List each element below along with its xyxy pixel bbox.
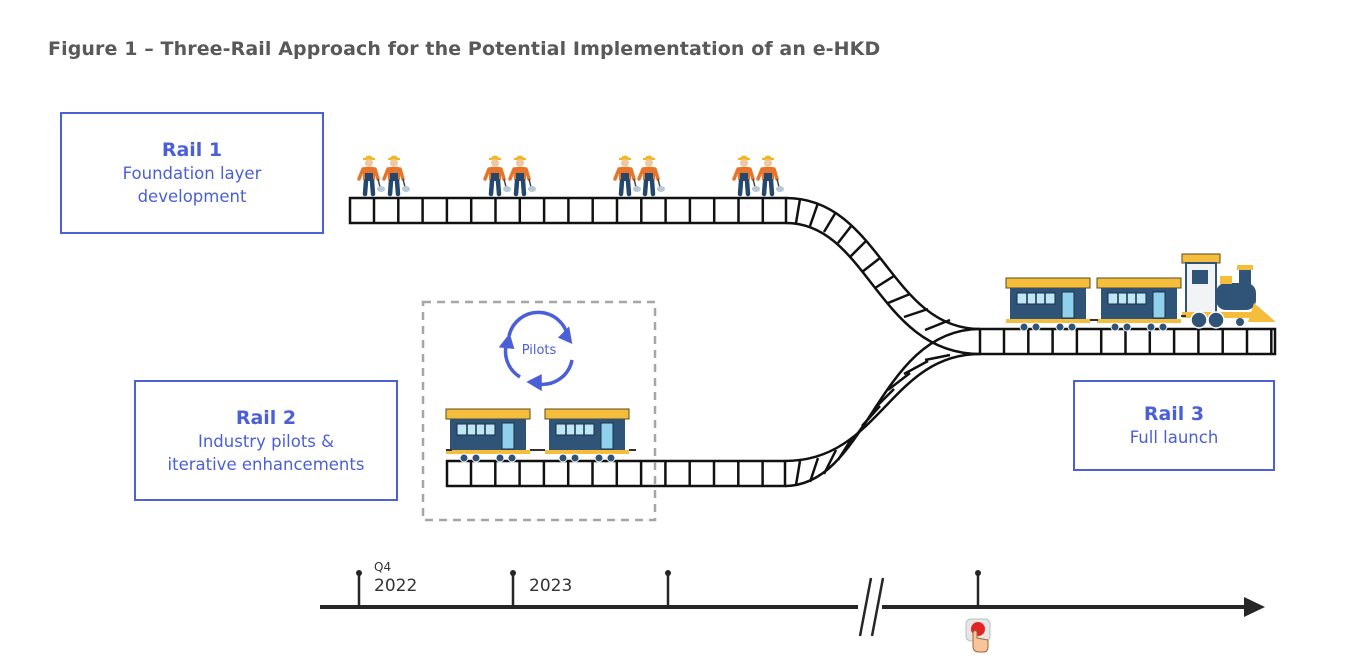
rail-1-heading: Rail 1 [161,139,223,161]
timeline-marker-q4-2022 [356,570,362,607]
figure-title: Figure 1 – Three-Rail Approach for the P… [48,38,881,60]
worker-icon [758,156,784,195]
timeline-marker-launch [975,570,981,607]
timeline-label-2022: 2022 [374,576,418,596]
rail-1-desc-line1: Foundation layer [122,164,262,183]
rail-3-box: Rail 3 Full launch [1073,380,1275,471]
worker-icon [734,156,760,195]
rail-2-desc-line2: iterative enhancements [167,454,365,474]
timeline [320,570,1265,637]
rail-3-desc-line1: Full launch [1129,428,1219,447]
rail-2-box: Rail 2 Industry pilots & iterative enhan… [134,380,398,501]
carriage-icon [1005,277,1091,332]
timeline-marker-2023 [510,570,516,607]
cycle-arrows-icon [498,310,574,392]
carriage-icon [445,408,531,463]
worker-icon [639,156,665,195]
track-rail-3 [978,327,1277,356]
track-curves [784,196,981,488]
timeline-label-quarter: Q4 [374,560,392,574]
worker-pair-2 [485,156,536,195]
worker-icon [485,156,511,195]
launch-button-icon [965,618,991,653]
worker-pair-1 [359,156,410,195]
rail-2-desc-line1: Industry pilots & [197,431,335,451]
worker-pair-3 [615,156,665,195]
worker-pair-4 [734,156,784,195]
rail-2-heading: Rail 2 [235,406,297,429]
track-rail-1 [348,196,788,225]
pilots-dashed-box [421,300,657,522]
worker-icon [510,156,536,195]
carriage-icon [1096,277,1182,332]
rail-1-box: Rail 1 Foundation layer development [60,112,324,234]
timeline-marker-3 [665,570,671,607]
track-rail-2 [445,459,787,488]
rail-1-desc-line2: development [137,187,247,206]
worker-icon [384,156,410,195]
pilots-label: Pilots [521,343,557,358]
timeline-label-2023: 2023 [529,576,573,596]
rail-3-heading: Rail 3 [1143,403,1205,425]
worker-icon [615,156,641,195]
carriage-icon [544,408,630,463]
locomotive-icon [1090,253,1276,329]
worker-icon [359,156,385,195]
